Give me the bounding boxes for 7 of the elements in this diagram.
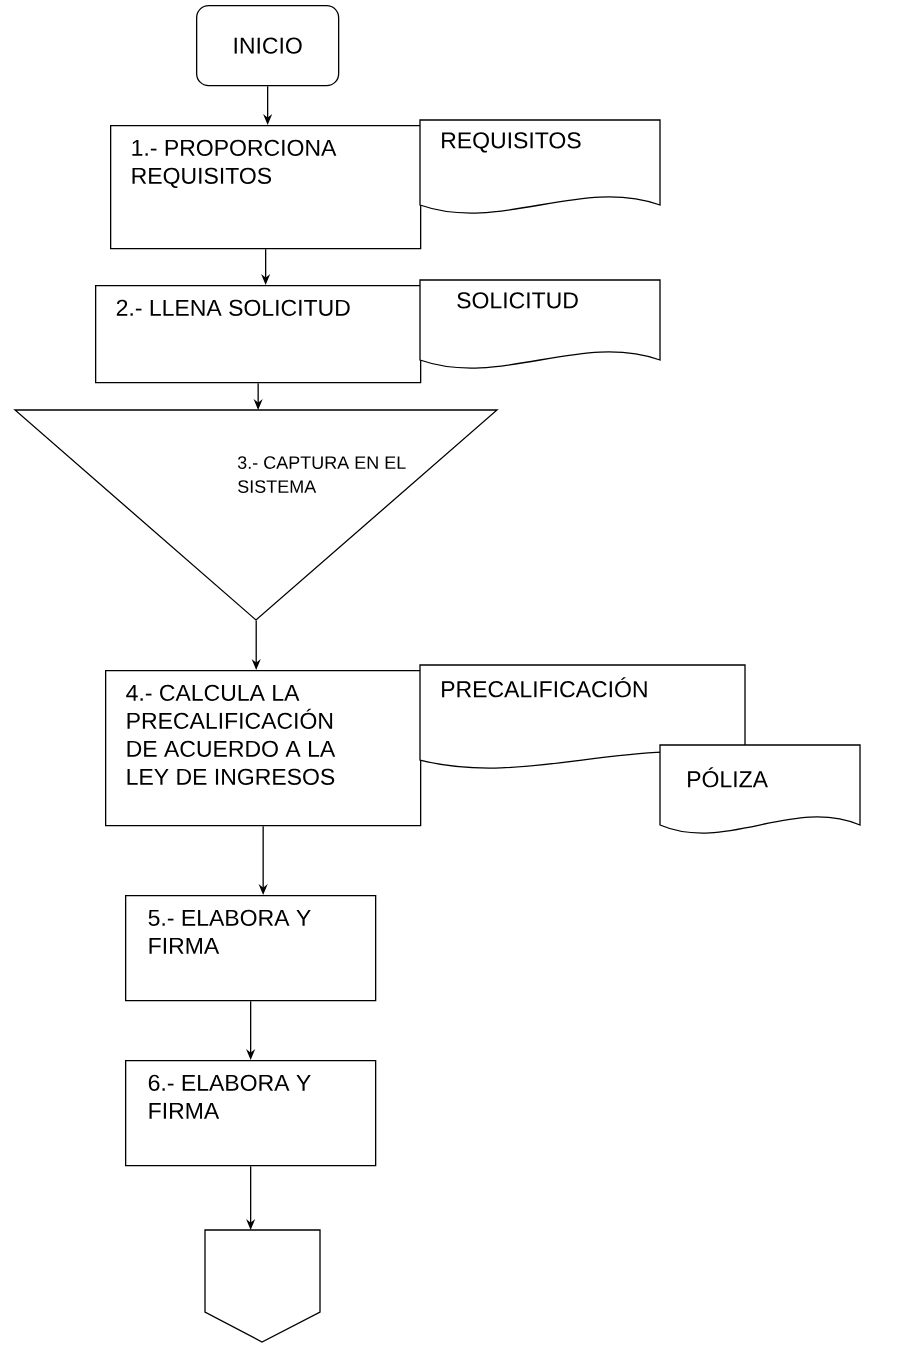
process-box: 5.- ELABORA Y FIRMA [125,895,377,1002]
process-box: 4.- CALCULA LA PRECALIFICACIÓN DE ACUERDO A LA LEY DE INGRESOS [105,670,422,827]
process-box: 2.- LLENA SOLICITUD [95,285,422,384]
off-page-connector [204,1229,321,1343]
process-box: 6.- ELABORA Y FIRMA [125,1060,377,1167]
start-terminal: INICIO [196,5,340,87]
process-box: 1.- PROPORCIONA REQUISITOS [110,125,422,250]
